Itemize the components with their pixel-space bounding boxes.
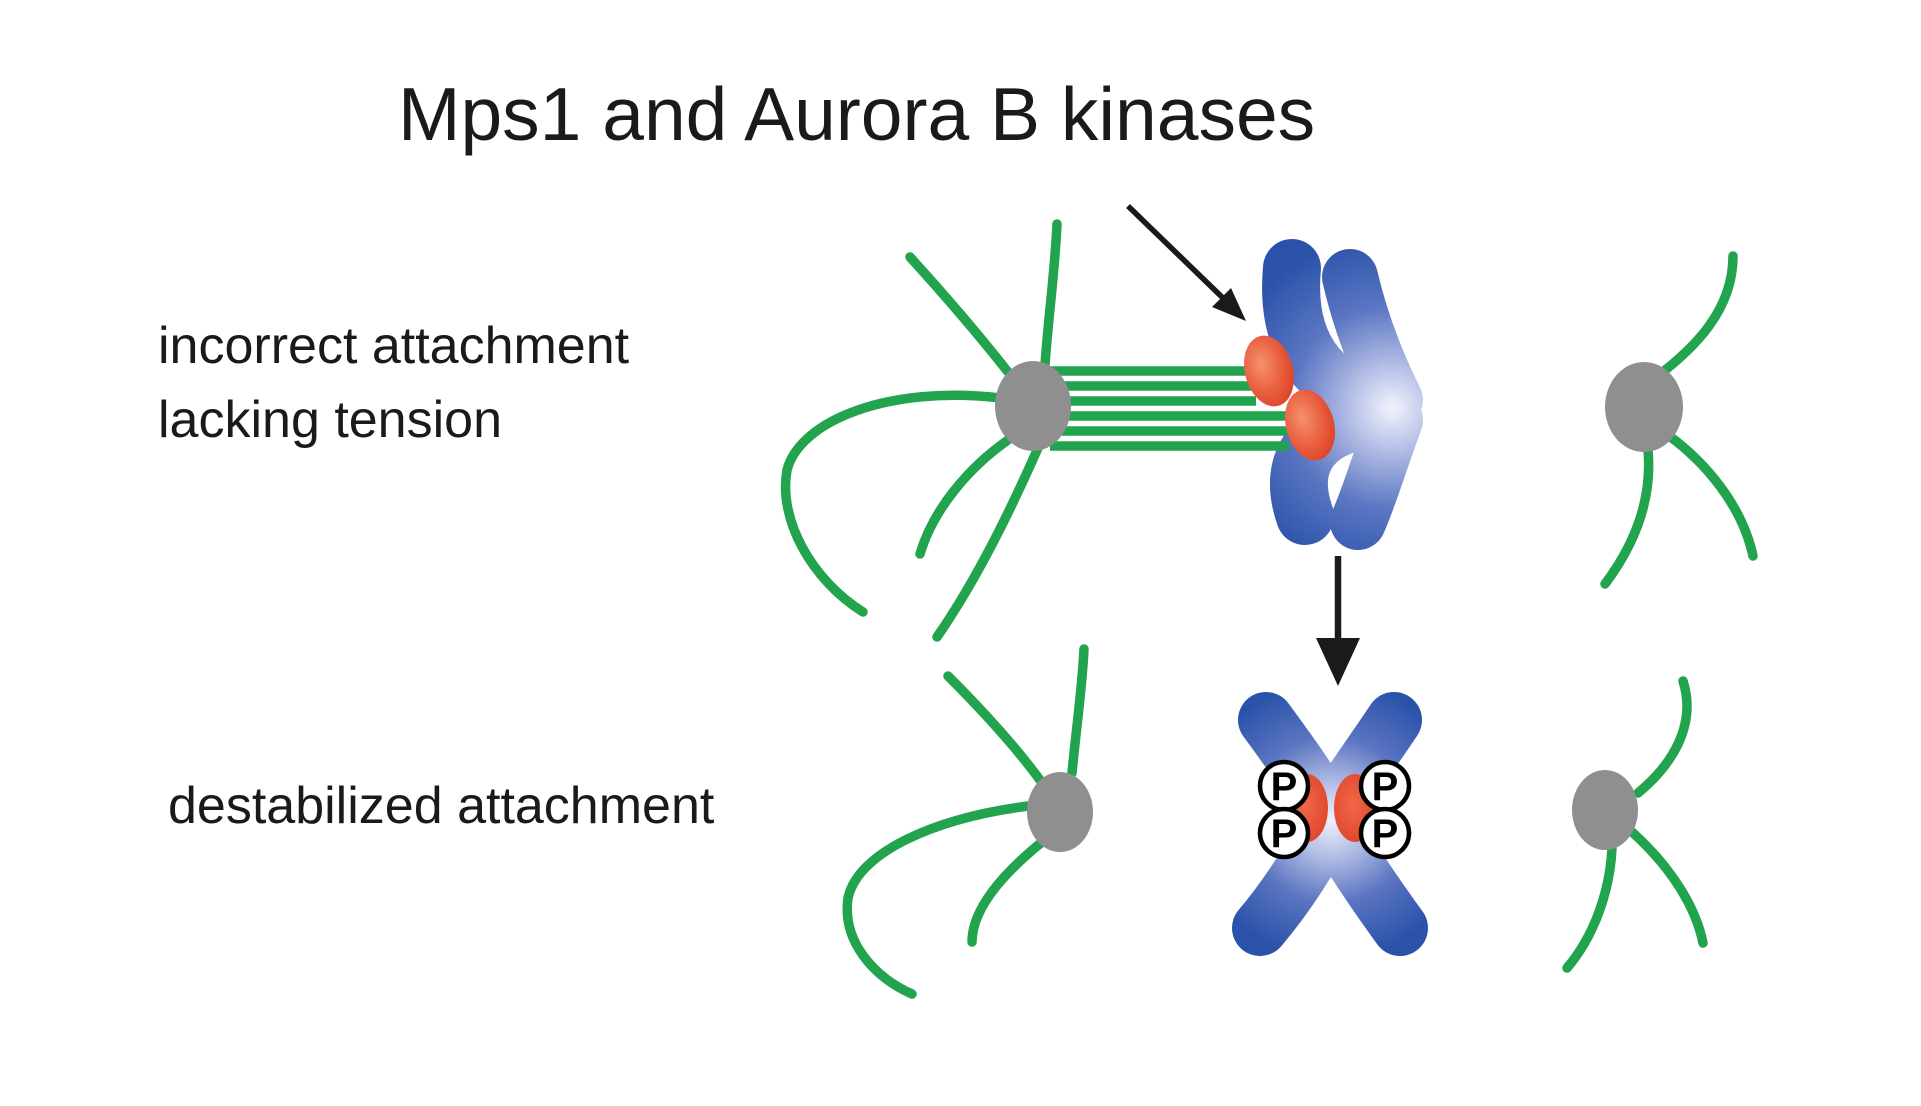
microtubule-icon (932, 443, 1043, 642)
microtubule-icon (967, 837, 1047, 947)
microtubule-icon (842, 801, 1033, 999)
chromatid-arm (1302, 794, 1428, 956)
microtubule-icon (1040, 219, 1062, 370)
microtubule-icon (780, 390, 1005, 617)
microtubule-icon (905, 252, 1013, 377)
kinetochore-icon (1244, 335, 1294, 407)
label-incorrect-line2: lacking tension (158, 390, 502, 449)
spindle-pole-icon (995, 361, 1071, 451)
microtubule-icon (1627, 827, 1708, 948)
microtubule-icon (1663, 430, 1758, 561)
kinetochore-fiber-icon (1050, 366, 1289, 451)
chromatid-arm (1330, 392, 1423, 550)
microtubule-icon (1562, 843, 1617, 973)
label-incorrect-attachment: incorrect attachment lacking tension (158, 310, 629, 458)
microtubule-icon (1067, 644, 1089, 778)
arrow-icon-vertical (1316, 556, 1360, 686)
phospho-label: P (1372, 812, 1399, 856)
kinetochore-icon (1285, 389, 1335, 461)
chromatid-arm (1322, 249, 1423, 428)
microtubule-icon (943, 671, 1045, 785)
arrow-head (1212, 288, 1246, 321)
arrow-line (1126, 204, 1226, 301)
microtubule-icon (1650, 251, 1738, 383)
phospho-badge (1257, 806, 1311, 860)
label-incorrect-line1: incorrect attachment (158, 317, 630, 375)
kinetochores-top (1244, 335, 1335, 461)
phospho-label: P (1372, 765, 1399, 809)
figure-title: Mps1 and Aurora B kinases (398, 72, 1316, 156)
spindle-pole-icon (1572, 770, 1638, 850)
phospho-label: P (1271, 812, 1298, 856)
phospho-badge (1358, 806, 1412, 860)
microtubule-icon (1600, 445, 1654, 589)
astral-microtubules-top-right (1600, 251, 1758, 589)
astral-microtubules-bottom-right (1562, 676, 1708, 973)
microtubule-icon (1633, 676, 1692, 798)
astral-microtubules-top-left (780, 219, 1062, 642)
spindle-pole-icon (1605, 362, 1683, 452)
astral-microtubules-bottom-left (842, 644, 1089, 999)
microtubule-icon (915, 435, 1013, 559)
phospho-label: P (1271, 765, 1298, 809)
spindle-pole-icon (1027, 772, 1093, 852)
label-destabilized-attachment: destabilized attachment (168, 777, 715, 835)
phospho-badges: P P P P (1257, 759, 1412, 860)
arrow-icon-diagonal (1126, 204, 1246, 321)
arrow-head (1316, 638, 1360, 686)
